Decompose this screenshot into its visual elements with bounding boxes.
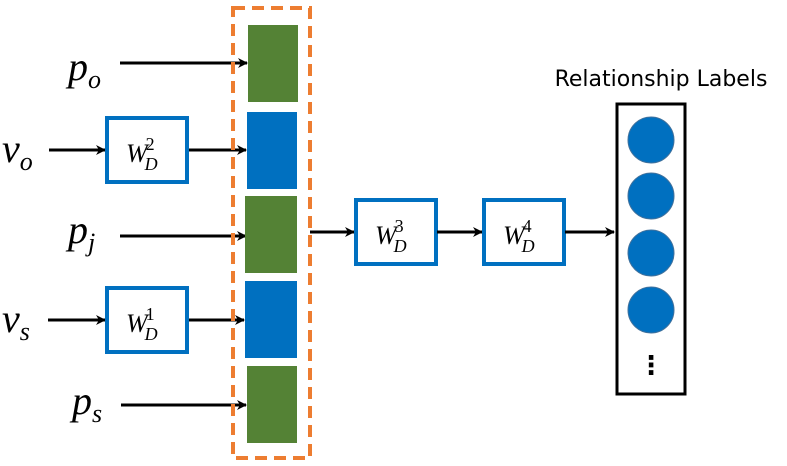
output-ellipsis: ⋮ — [638, 351, 664, 381]
output-node — [627, 172, 675, 220]
feature-block-v-o — [247, 112, 297, 189]
feature-block-v-s — [245, 281, 297, 358]
output-node — [627, 229, 675, 277]
svg-text:W4D: W4D — [503, 216, 535, 256]
concat-vector-border — [231, 6, 312, 460]
output-title: Relationship Labels — [555, 67, 768, 92]
feature-block-p-s — [247, 366, 297, 443]
input-label-v-s: vs — [2, 296, 30, 346]
feature-block-p-j — [245, 196, 297, 273]
svg-text:W3D: W3D — [375, 216, 407, 256]
feature-block-p-o — [248, 25, 298, 102]
svg-text:W2D: W2D — [126, 134, 158, 174]
output-node — [627, 116, 675, 164]
input-label-p-s: ps — [69, 378, 102, 428]
input-label-p-j: pj — [65, 207, 95, 257]
input-label-v-o: vo — [2, 126, 33, 176]
input-label-p-o: po — [65, 44, 101, 94]
svg-text:W1D: W1D — [126, 304, 158, 344]
output-node — [627, 286, 675, 334]
